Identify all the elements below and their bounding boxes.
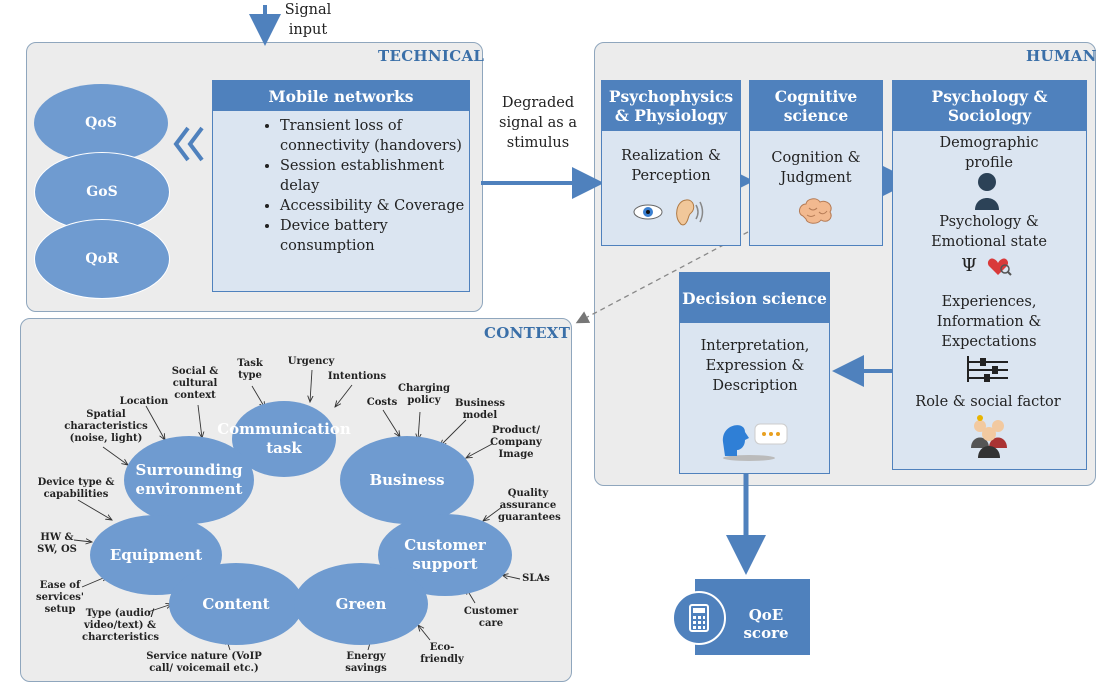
slas-label: SLAs xyxy=(522,573,550,584)
urgency-label: Urgency xyxy=(287,356,335,367)
customer-support-ellipse: Customer support xyxy=(378,514,512,596)
ease-of-setup-label: Ease of services' setup xyxy=(35,580,84,615)
double-chevron-icon xyxy=(173,126,204,162)
service-nature-label: Service nature (VoIP call/ voicemail etc… xyxy=(146,651,262,674)
business-ellipse: Business xyxy=(340,436,474,524)
cognitive-title: Cognitive science xyxy=(750,81,882,131)
mobile-networks-box xyxy=(212,80,470,292)
hw-sw-os-label: HW & SW, OS xyxy=(37,532,77,555)
speaking-head-icon xyxy=(719,410,791,462)
location-label: Location xyxy=(119,396,169,407)
decision-body: Interpretation, Expression & Description xyxy=(700,338,810,394)
brain-icon xyxy=(797,196,835,226)
device-type-label: Device type & capabilities xyxy=(37,477,115,500)
qos-ellipse: QoS xyxy=(34,84,168,162)
content-type-label: Type (audio/ video/text) & charcteristic… xyxy=(82,608,160,643)
mobile-item: Transient loss of connectivity (handover… xyxy=(280,116,486,156)
customer-care-label: Customer care xyxy=(463,606,519,629)
social-cultural-label: Social & cultural context xyxy=(171,366,219,401)
surrounding-environment-ellipse: Surrounding environment xyxy=(124,436,254,524)
mobile-item: Device battery consumption xyxy=(280,216,486,256)
intentions-label: Intentions xyxy=(327,371,387,382)
mobile-networks-list: Transient loss of connectivity (handover… xyxy=(258,116,486,256)
eco-friendly-label: Eco- friendly xyxy=(420,642,464,665)
emotional-state: Psychology & Emotional state xyxy=(931,214,1047,250)
user-silhouette-icon xyxy=(972,170,1002,212)
role-social-factor: Role & social factor xyxy=(915,394,1061,410)
context-title: CONTEXT xyxy=(484,324,571,342)
psychophysics-title: Psychophysics & Physiology xyxy=(602,81,740,131)
mobile-item: Session establishment delay xyxy=(280,156,486,196)
content-ellipse: Content xyxy=(169,563,303,645)
heart-icon xyxy=(986,257,1012,277)
green-ellipse: Green xyxy=(294,563,428,645)
charging-policy-label: Charging policy xyxy=(397,383,451,406)
mobile-networks-title: Mobile networks xyxy=(213,81,469,111)
spatial-label: Spatial characteristics (noise, light) xyxy=(64,409,148,444)
demographic-profile: Demographic profile xyxy=(939,135,1039,171)
sociology-box xyxy=(892,80,1087,470)
product-image-label: Product/ Company Image xyxy=(490,425,542,460)
sociology-title: Psychology & Sociology xyxy=(893,81,1086,131)
experiences-expectations: Experiences, Information & Expectations xyxy=(936,294,1042,350)
equalizer-icon xyxy=(964,354,1014,384)
quality-assurance-label: Quality assurance guarantees xyxy=(498,488,561,523)
signal-input-label: Signal input xyxy=(284,2,332,38)
human-title: HUMAN xyxy=(1026,47,1097,65)
ear-icon xyxy=(672,197,708,227)
costs-label: Costs xyxy=(366,397,398,408)
degraded-signal-label: Degraded signal as a stimulus xyxy=(499,95,577,151)
psi-icon: Ψ xyxy=(961,255,977,276)
psychophysics-body: Realization & Perception xyxy=(621,148,721,184)
task-type-label: Task type xyxy=(237,358,263,381)
decision-title: Decision science xyxy=(680,273,829,323)
cognitive-body: Cognition & Judgment xyxy=(771,150,861,186)
qoe-score-label: QoE score xyxy=(743,606,789,642)
gos-ellipse: GoS xyxy=(34,152,170,232)
business-model-label: Business model xyxy=(454,398,506,421)
technical-title: TECHNICAL xyxy=(378,47,485,65)
mobile-item: Accessibility & Coverage xyxy=(280,196,486,216)
calculator-icon xyxy=(672,591,726,645)
eye-icon xyxy=(633,203,663,221)
people-group-icon xyxy=(968,414,1010,458)
qor-ellipse: QoR xyxy=(34,219,170,299)
energy-savings-label: Energy savings xyxy=(345,651,387,674)
